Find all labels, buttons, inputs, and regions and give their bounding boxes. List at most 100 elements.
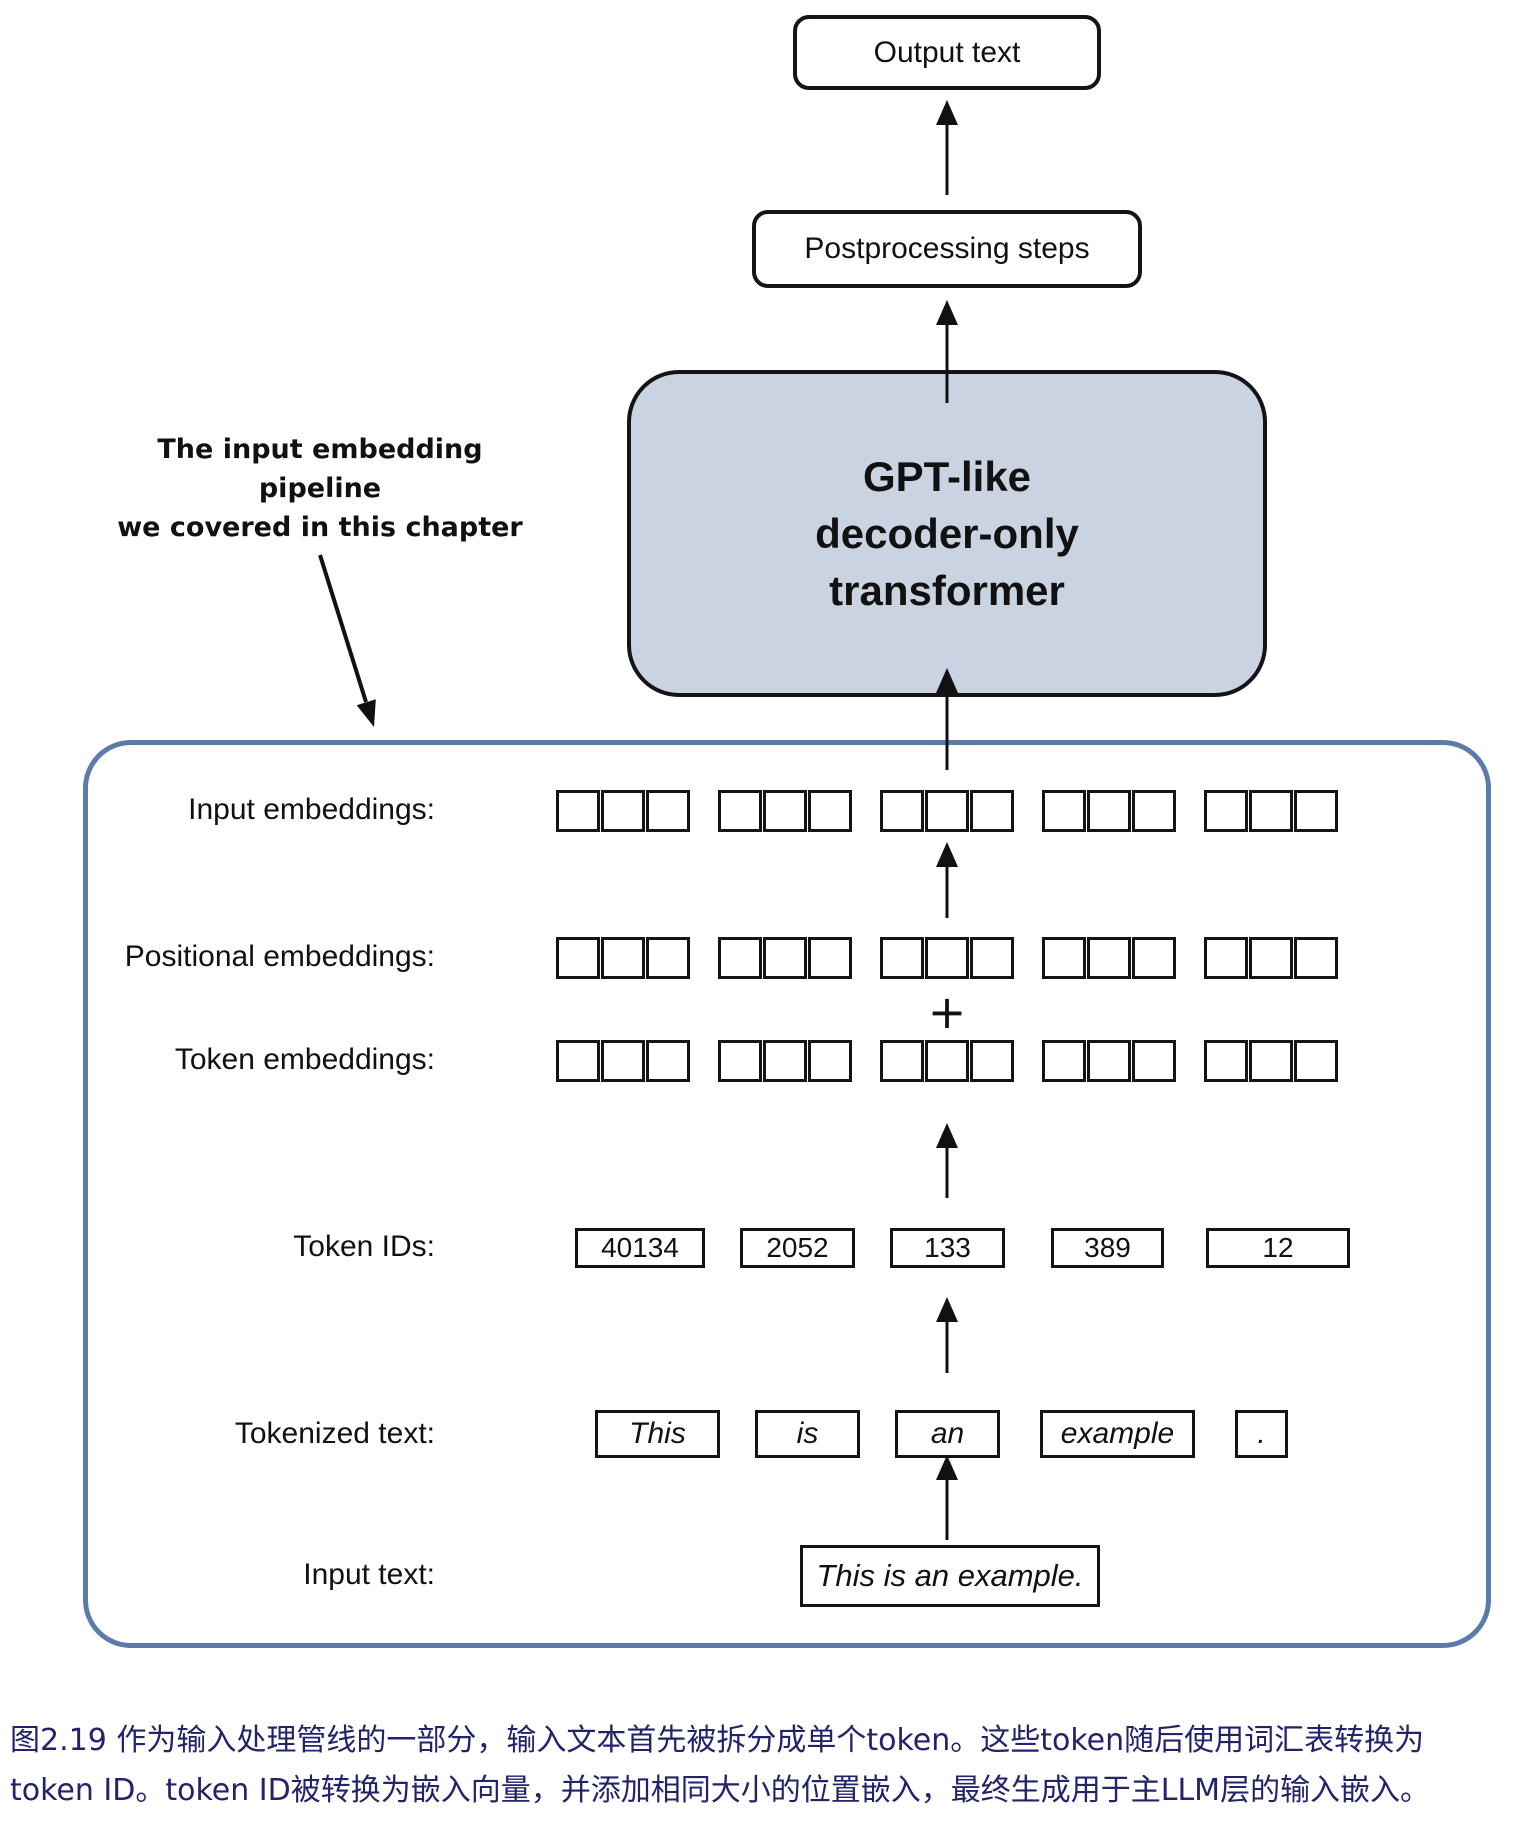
arrow-head (936, 300, 958, 325)
embedding-cell (601, 790, 645, 832)
embedding-vector (880, 937, 1014, 979)
embedding-cell (601, 937, 645, 979)
positional-embeddings-row (556, 937, 1338, 979)
token-id-box: 40134 (575, 1228, 705, 1268)
plus-sign: + (927, 985, 967, 1039)
arrow-shaft (945, 317, 949, 403)
input-text-label: Input text: (303, 1558, 435, 1591)
embedding-cell (556, 1040, 600, 1082)
embedding-cell (646, 937, 690, 979)
embedding-cell (556, 790, 600, 832)
embedding-cell (1204, 937, 1248, 979)
annotation-arrow-icon (318, 554, 376, 727)
arrow-up-icon (935, 668, 959, 770)
arrow-head (936, 842, 958, 867)
embedding-cell (880, 790, 924, 832)
input-text-box: This is an example. (800, 1545, 1100, 1607)
arrow-head (936, 1297, 958, 1322)
token-id-box: 12 (1206, 1228, 1350, 1268)
embedding-cell (925, 790, 969, 832)
embedding-cell (1294, 1040, 1338, 1082)
embedding-cell (763, 1040, 807, 1082)
embedding-vector (1204, 937, 1338, 979)
input-embedding-pipeline-container (83, 740, 1491, 1648)
arrow-shaft (945, 117, 949, 195)
embedding-cell (1249, 1040, 1293, 1082)
annotation-line2: we covered in this chapter (117, 512, 523, 543)
arrow-shaft (945, 1314, 949, 1373)
embedding-cell (970, 1040, 1014, 1082)
arrow-shaft (945, 1140, 949, 1198)
embedding-vector (556, 1040, 690, 1082)
annotation-line1: The input embedding pipeline (157, 434, 483, 504)
figure-caption: 图2.19 作为输入处理管线的一部分，输入文本首先被拆分成单个token。这些t… (10, 1716, 1510, 1816)
arrow-up-icon (935, 100, 959, 195)
embedding-cell (763, 937, 807, 979)
caption-line1: 图2.19 作为输入处理管线的一部分，输入文本首先被拆分成单个token。这些t… (10, 1723, 1425, 1758)
transformer-line3: transformer (829, 567, 1065, 614)
arrow-up-icon (935, 1123, 959, 1198)
arrow-shaft (945, 859, 949, 918)
embedding-cell (1249, 937, 1293, 979)
embedding-vector (880, 1040, 1014, 1082)
token-id-box: 389 (1051, 1228, 1164, 1268)
output-text-box: Output text (793, 15, 1101, 90)
token-embeddings-row (556, 1040, 1338, 1082)
input-embeddings-row (556, 790, 1338, 832)
arrow-up-icon (935, 1297, 959, 1373)
embedding-cell (1087, 790, 1131, 832)
embedding-vector (1042, 937, 1176, 979)
embedding-vector (718, 790, 852, 832)
embedding-cell (1042, 1040, 1086, 1082)
embedding-cell (1294, 937, 1338, 979)
token-id-box: 133 (890, 1228, 1005, 1268)
embedding-cell (1087, 937, 1131, 979)
arrow-head (936, 668, 958, 693)
transformer-line1: GPT-like (862, 453, 1032, 500)
embedding-cell (1132, 790, 1176, 832)
output-text-label: Output text (873, 35, 1021, 69)
arrow-head (936, 1123, 958, 1148)
embedding-cell (925, 937, 969, 979)
token-text-box: example (1040, 1410, 1195, 1458)
embedding-vector (718, 937, 852, 979)
embedding-cell (601, 1040, 645, 1082)
arrow-shaft (945, 1472, 949, 1540)
arrow-up-icon (935, 1455, 959, 1540)
arrow-head (936, 1455, 958, 1480)
embedding-vector (1204, 790, 1338, 832)
embedding-cell (1294, 790, 1338, 832)
embedding-vector (556, 790, 690, 832)
transformer-line2: decoder-only (815, 510, 1079, 557)
postprocessing-label: Postprocessing steps (804, 232, 1090, 265)
token-text-box: is (755, 1410, 860, 1458)
token-text-box: . (1235, 1410, 1288, 1458)
embedding-cell (1087, 1040, 1131, 1082)
embedding-cell (1132, 1040, 1176, 1082)
arrow-shaft (945, 685, 949, 770)
token-embeddings-label: Token embeddings: (174, 1043, 435, 1076)
arrow-head (936, 100, 958, 125)
embedding-vector (556, 937, 690, 979)
embedding-cell (718, 937, 762, 979)
embedding-cell (718, 790, 762, 832)
embedding-cell (646, 790, 690, 832)
annotation-text: The input embedding pipeline we covered … (100, 430, 540, 547)
embedding-cell (763, 790, 807, 832)
arrow-up-icon (935, 300, 959, 403)
input-embeddings-label: Input embeddings: (188, 793, 435, 826)
embedding-vector (718, 1040, 852, 1082)
embedding-cell (1249, 790, 1293, 832)
embedding-cell (808, 790, 852, 832)
embedding-vector (1204, 1040, 1338, 1082)
embedding-cell (718, 1040, 762, 1082)
arrow-up-icon (935, 842, 959, 918)
postprocessing-box: Postprocessing steps (752, 210, 1142, 288)
embedding-cell (880, 1040, 924, 1082)
embedding-cell (646, 1040, 690, 1082)
embedding-cell (1132, 937, 1176, 979)
caption-line2: token ID。token ID被转换为嵌入向量，并添加相同大小的位置嵌入，最… (10, 1773, 1431, 1808)
token-ids-label: Token IDs: (293, 1230, 435, 1263)
embedding-cell (880, 937, 924, 979)
embedding-cell (556, 937, 600, 979)
